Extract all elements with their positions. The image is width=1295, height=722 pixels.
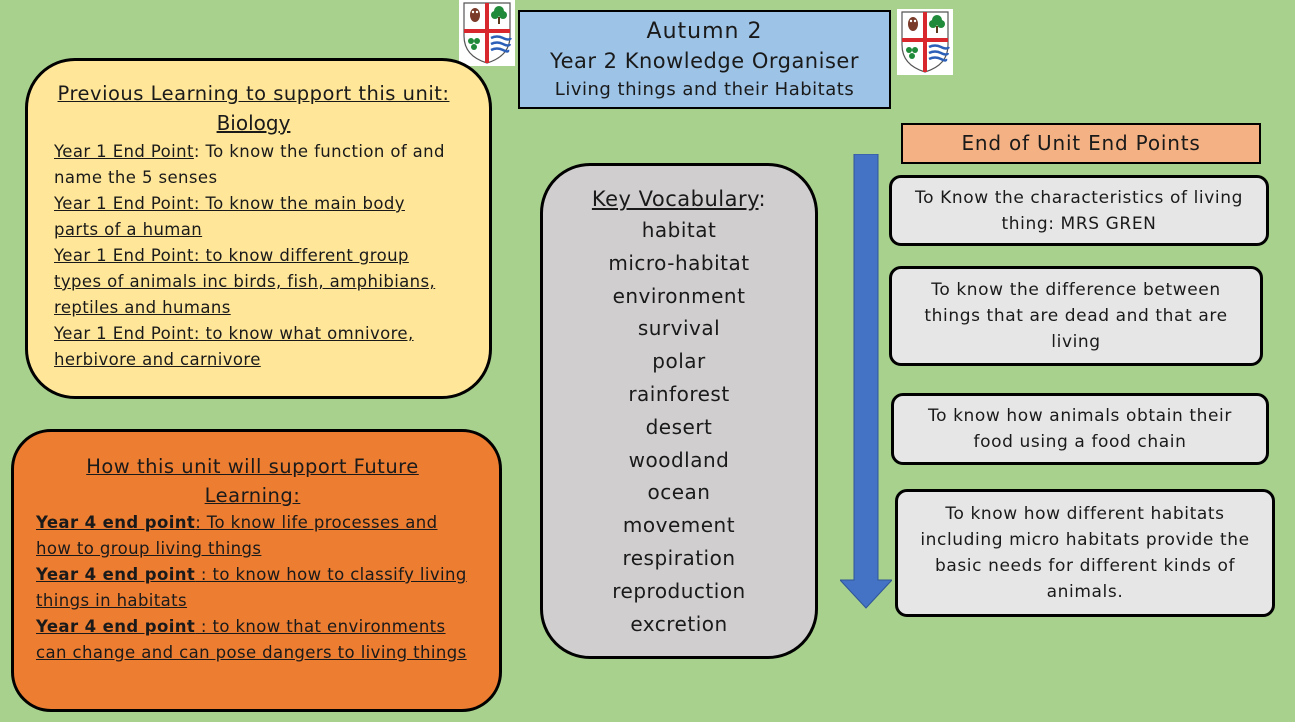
previous-learning-subject: Biology (216, 111, 291, 135)
future-learning-item: Year 4 end point: To know life processes… (36, 510, 469, 562)
future-learning-item: Year 4 end point : to know that environm… (36, 614, 469, 666)
end-point-text: To know how different habitats including… (920, 504, 1250, 602)
previous-learning-item: Year 1 End Point: to know what omnivore,… (54, 321, 453, 373)
vocabulary-word: desert (645, 414, 713, 439)
vocabulary-word: habitat (641, 218, 717, 242)
end-point-text: To Know the characteristics of living th… (914, 187, 1243, 234)
item-label: Year 4 end point (36, 617, 196, 636)
down-arrow-icon (838, 153, 894, 610)
vocabulary-word: excretion (630, 611, 728, 636)
end-point-box: To know the difference between things th… (889, 266, 1263, 366)
item-label: Year 1 End Point: to know different grou… (54, 246, 436, 317)
previous-learning-heading: Previous Learning to support this unit: (57, 82, 450, 105)
future-learning-heading: How this unit will support Future Learni… (86, 455, 419, 507)
end-points-heading: End of Unit End Points (901, 123, 1261, 164)
item-label: Year 4 end point (36, 513, 196, 532)
vocabulary-word: respiration (622, 545, 736, 570)
previous-learning-item: Year 1 End Point: to know different grou… (54, 243, 453, 321)
title-topic: Living things and their Habitats (554, 79, 855, 100)
vocabulary-word: micro-habitat (608, 250, 750, 275)
item-text: : To know the function of and name the 5… (54, 142, 445, 187)
vocabulary-heading-text: Key Vocabulary (591, 187, 759, 211)
school-crest-icon (897, 9, 953, 75)
vocabulary-heading-colon: : (758, 187, 767, 211)
end-point-text: To know how animals obtain their food us… (928, 406, 1232, 452)
item-label: Year 4 end point (36, 565, 196, 584)
vocabulary-heading: Key Vocabulary: (543, 184, 815, 214)
title-main: Year 2 Knowledge Organiser (550, 49, 859, 73)
item-text: : to know that environments can change a… (36, 617, 467, 662)
item-text: : to know how to classify living things … (36, 565, 467, 610)
future-learning-item: Year 4 end point : to know how to classi… (36, 562, 469, 614)
title-term: Autumn 2 (646, 19, 763, 44)
item-text: : To know life processes and how to grou… (36, 513, 438, 558)
vocabulary-word: woodland (628, 447, 730, 472)
vocabulary-word: environment (612, 283, 746, 308)
vocabulary-word: movement (622, 513, 736, 538)
title-box: Autumn 2 Year 2 Knowledge Organiser Livi… (518, 10, 891, 109)
item-label: Year 1 End Point: to know what omnivore,… (54, 324, 414, 369)
previous-learning-item: Year 1 End Point: To know the function o… (54, 139, 453, 191)
vocabulary-word: polar (652, 349, 706, 374)
end-point-box: To Know the characteristics of living th… (889, 175, 1269, 246)
vocabulary-word: rainforest (628, 381, 730, 406)
vocabulary-word: survival (637, 316, 721, 341)
vocabulary-word: reproduction (612, 578, 746, 603)
previous-learning-panel: Previous Learning to support this unit: … (25, 58, 492, 399)
item-label: Year 1 End Point: To know the main body … (54, 194, 405, 239)
end-point-box: To know how different habitats including… (895, 489, 1275, 617)
key-vocabulary-panel: Key Vocabulary: habitat micro-habitat en… (540, 163, 818, 659)
end-point-text: To know the difference between things th… (924, 280, 1228, 352)
school-crest-icon (459, 0, 515, 66)
future-learning-panel: How this unit will support Future Learni… (11, 429, 502, 712)
end-point-box: To know how animals obtain their food us… (891, 393, 1269, 465)
item-label: Year 1 End Point (54, 142, 194, 161)
vocabulary-word: ocean (647, 480, 711, 505)
previous-learning-item: Year 1 End Point: To know the main body … (54, 191, 453, 243)
